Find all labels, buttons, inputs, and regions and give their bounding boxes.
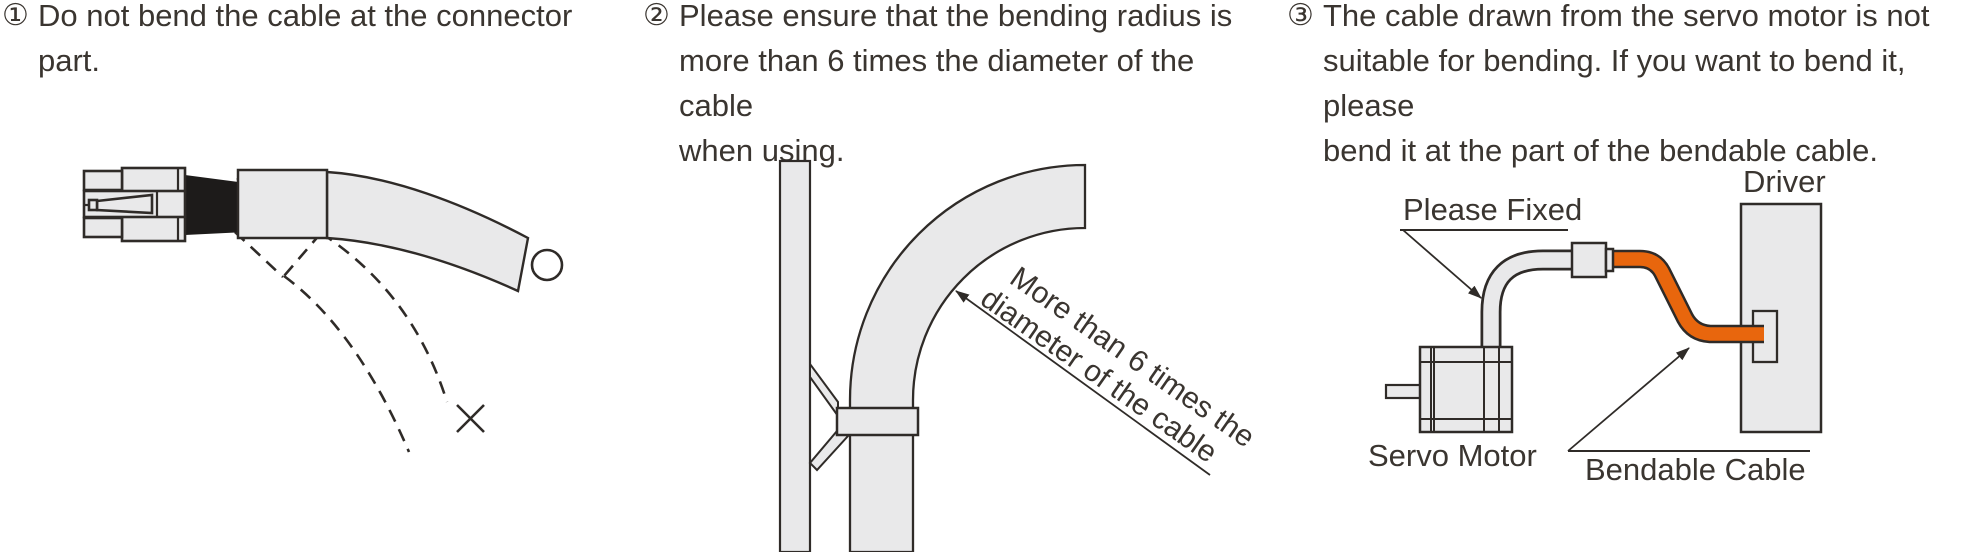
- cable-band: [325, 170, 530, 293]
- connector-boot: [185, 175, 246, 235]
- bendable-cable-orange-core: [1613, 252, 1764, 341]
- radius-annotation-line-1: More than 6 times the: [1004, 261, 1261, 454]
- driver-label: Driver: [1743, 164, 1826, 199]
- note-2-line-3: when using.: [679, 133, 845, 168]
- curved-cable: [848, 163, 1087, 552]
- wrong-mark-icon: [456, 404, 485, 433]
- note-1-number-icon: ①: [2, 0, 29, 33]
- fixed-cable: [1480, 249, 1573, 433]
- please-fixed-label: Please Fixed: [1403, 192, 1582, 227]
- note-2-line-1: Please ensure that the bending radius is: [679, 0, 1233, 33]
- mounting-pole: [778, 159, 812, 552]
- diagram-servo-driver: Please Fixed: [1368, 164, 1826, 487]
- note-2-number-icon: ②: [643, 0, 670, 33]
- note-3-line-2: suitable for bending. If you want to ben…: [1323, 43, 1906, 123]
- radius-annotation: More than 6 times the diameter of the ca…: [975, 261, 1261, 470]
- inline-connector: [1570, 241, 1615, 279]
- connector-pin-tip: [87, 198, 99, 212]
- note-2-line-2: more than 6 times the diameter of the ca…: [679, 43, 1195, 123]
- note-1-no-bend-at-connector: ① Do not bend the cable at the connector…: [2, 0, 640, 83]
- bendable-cable: [1613, 249, 1764, 344]
- please-fixed-arrow: [1402, 229, 1482, 299]
- diagram-bend-radius: More than 6 times the diameter of the ca…: [778, 159, 1261, 552]
- radius-leader-line: [955, 290, 1211, 476]
- servo-motor-label: Servo Motor: [1368, 438, 1537, 473]
- bendable-cable-arrow: [1567, 347, 1690, 452]
- cable-clamp: [835, 406, 920, 437]
- correct-mark-icon: [530, 248, 564, 282]
- motor-shaft: [1384, 383, 1423, 400]
- diagram-connector-no-bend: [82, 166, 564, 453]
- note-3-bendable-cable: ③ The cable drawn from the servo motor i…: [1287, 0, 1963, 173]
- note-3-number-icon: ③: [1287, 0, 1314, 33]
- connector-housing: [82, 166, 187, 243]
- cable-sleeve: [236, 168, 329, 240]
- servo-motor: [1384, 345, 1514, 434]
- bendable-cable-label: Bendable Cable: [1585, 452, 1806, 487]
- note-3-line-3: bend it at the part of the bendable cabl…: [1323, 133, 1878, 168]
- note-2-bend-radius: ② Please ensure that the bending radius …: [643, 0, 1273, 173]
- note-1-line-1: Do not bend the cable at the connector p…: [38, 0, 573, 78]
- note-3-line-1: The cable drawn from the servo motor is …: [1323, 0, 1930, 33]
